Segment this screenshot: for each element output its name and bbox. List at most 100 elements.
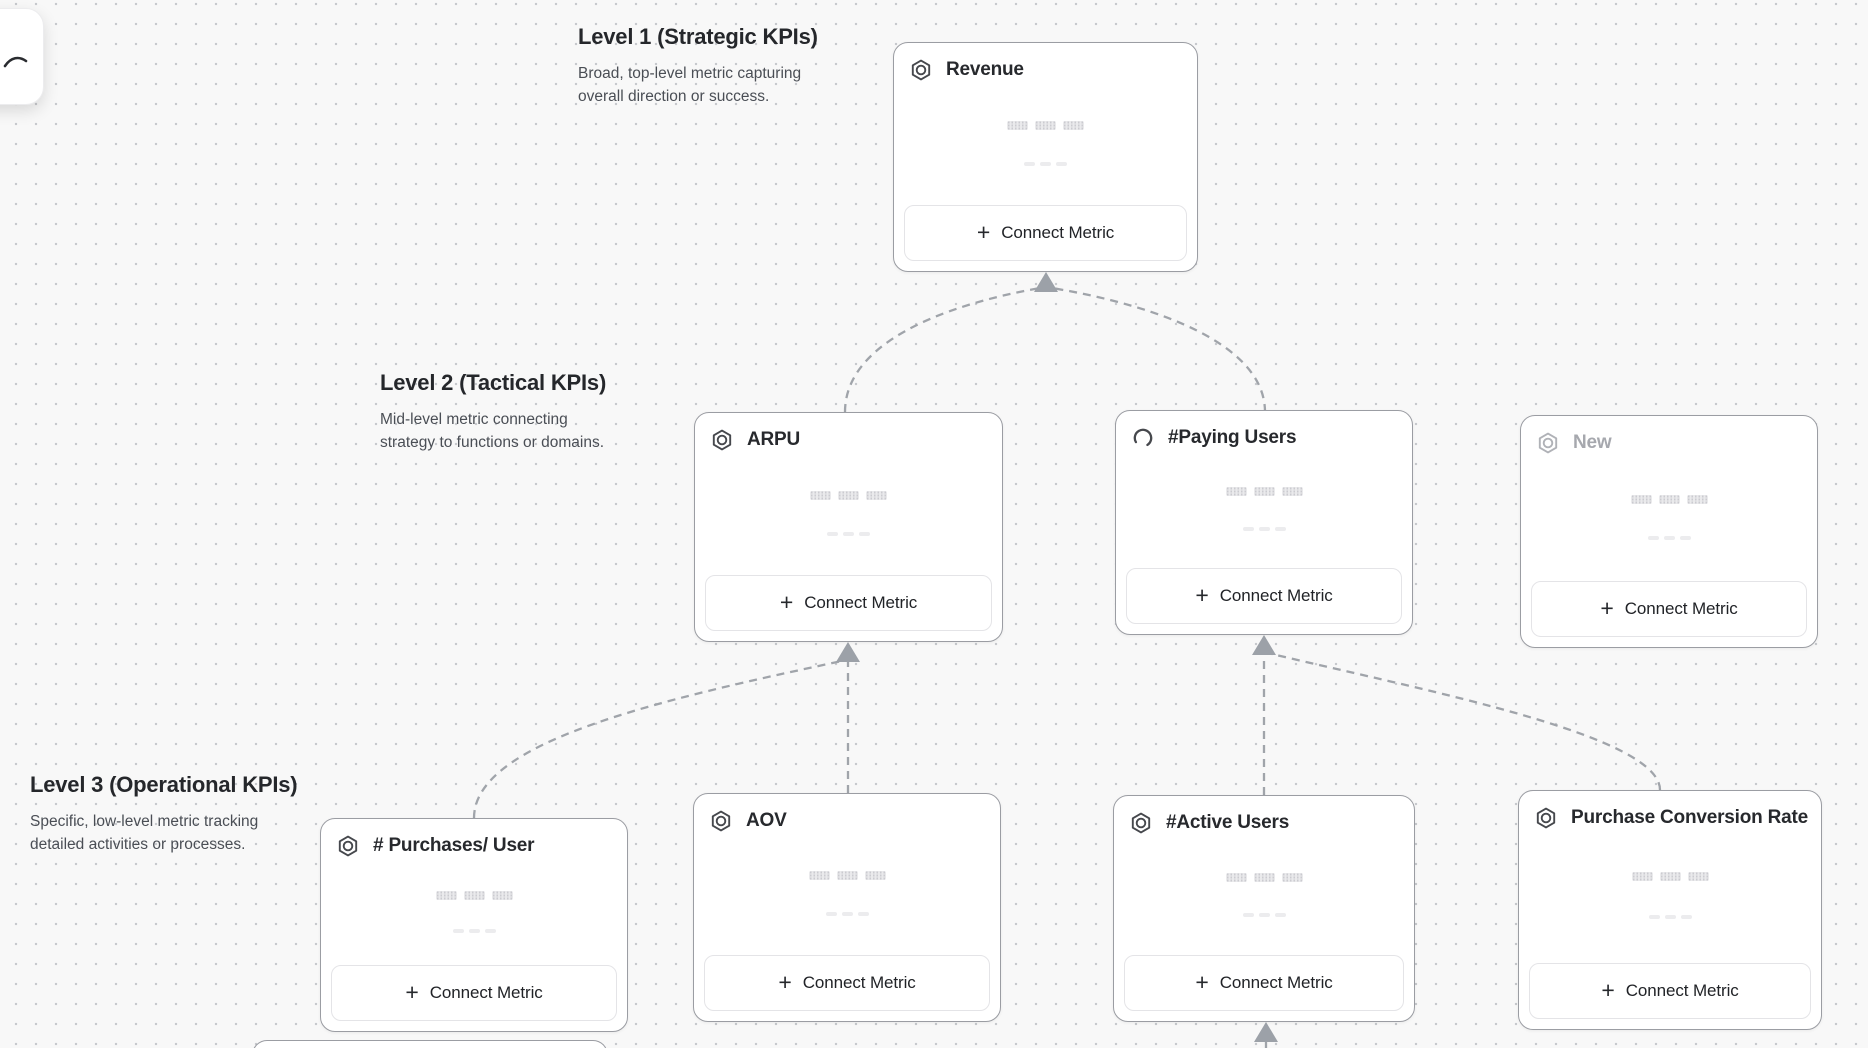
plus-icon: + xyxy=(778,968,792,995)
level-2-title: Level 2 (Tactical KPIs) xyxy=(380,370,607,395)
skeleton-bar xyxy=(1035,120,1056,130)
hexagon-metric-icon xyxy=(336,834,360,858)
skeleton-bar xyxy=(1281,486,1303,496)
plus-icon: + xyxy=(405,978,419,1005)
hexagon-metric-icon xyxy=(709,809,733,833)
level-2-label: Level 2 (Tactical KPIs) Mid-level metric… xyxy=(380,370,606,455)
skeleton-mini-bar xyxy=(825,912,837,917)
skeleton-bar xyxy=(1225,486,1247,496)
metric-card-aov[interactable]: AOV + Connect Metric xyxy=(693,793,1001,1022)
connect-metric-label: Connect Metric xyxy=(1219,973,1333,992)
metric-card-revenue[interactable]: Revenue + Connect Metric xyxy=(893,42,1198,272)
metric-card-purchases-per-user[interactable]: # Purchases/ User + Connect Metric xyxy=(320,818,628,1032)
connect-metric-button[interactable]: + Connect Metric xyxy=(705,575,992,631)
skeleton-mini-bar xyxy=(1663,536,1675,541)
skeleton-bar xyxy=(1225,872,1247,882)
skeleton-mini-bar xyxy=(1258,526,1270,531)
connect-metric-label: Connect Metric xyxy=(804,593,918,612)
connect-metric-button[interactable]: + Connect Metric xyxy=(1126,568,1402,624)
skeleton-mini-bar xyxy=(1274,913,1286,917)
metric-card-arpu[interactable]: ARPU + Connect Metric xyxy=(694,412,1003,642)
skeleton-mini-bar xyxy=(1647,536,1659,541)
connect-metric-button[interactable]: + Connect Metric xyxy=(1531,581,1807,637)
level-2-description: Mid-level metric connecting strategy to … xyxy=(380,411,605,451)
skeleton-mini-bar xyxy=(1274,526,1286,531)
card-header: New xyxy=(1536,431,1805,455)
card-title: # Purchases/ User xyxy=(373,835,535,856)
plus-icon: + xyxy=(1195,968,1209,995)
connect-metric-button[interactable]: + Connect Metric xyxy=(704,955,990,1011)
card-header: #Paying Users xyxy=(1131,426,1400,450)
metric-subvalue-placeholder xyxy=(1521,536,1817,541)
skeleton-mini-bar xyxy=(1648,914,1660,919)
card-header: # Purchases/ User xyxy=(336,834,615,858)
skeleton-mini-bar xyxy=(468,929,480,934)
metric-card-new[interactable]: New + Connect Metric xyxy=(1520,415,1818,648)
plus-icon: + xyxy=(1195,581,1209,608)
skeleton-mini-bar xyxy=(841,912,853,917)
plus-icon: + xyxy=(1600,594,1614,621)
metric-subvalue-placeholder xyxy=(1114,913,1414,917)
connect-metric-label: Connect Metric xyxy=(802,973,916,992)
metric-card-active-users[interactable]: #Active Users + Connect Metric xyxy=(1113,795,1415,1022)
connect-metric-button[interactable]: + Connect Metric xyxy=(904,205,1187,261)
skeleton-bar xyxy=(838,490,859,500)
connect-metric-button[interactable]: + Connect Metric xyxy=(1124,955,1404,1011)
metric-card-paying-users[interactable]: #Paying Users + Connect Metric xyxy=(1115,410,1413,635)
skeleton-mini-bar xyxy=(843,531,854,536)
connect-metric-button[interactable]: + Connect Metric xyxy=(1529,963,1811,1019)
skeleton-mini-bar xyxy=(859,531,870,536)
level-3-title: Level 3 (Operational KPIs) xyxy=(30,772,298,797)
connect-metric-label: Connect Metric xyxy=(1219,586,1333,605)
metric-subvalue-placeholder xyxy=(894,161,1197,166)
metric-subvalue-placeholder xyxy=(694,912,1000,917)
skeleton-bar xyxy=(1253,872,1275,882)
card-header: #Active Users xyxy=(1129,811,1402,835)
skeleton-bar xyxy=(1063,120,1084,130)
skeleton-mini-bar xyxy=(1664,914,1676,919)
skeleton-mini-bar xyxy=(857,912,869,917)
hexagon-metric-icon xyxy=(1536,431,1560,455)
card-header: Revenue xyxy=(909,58,1185,82)
skeleton-bar xyxy=(1630,494,1652,504)
skeleton-bar xyxy=(463,891,485,901)
metric-value-placeholder xyxy=(1519,871,1821,881)
skeleton-bar xyxy=(435,891,457,901)
cursor-tool-icon xyxy=(3,56,28,68)
skeleton-bar xyxy=(1253,486,1275,496)
level-1-description: Broad, top-level metric capturing overal… xyxy=(578,65,802,105)
connect-metric-label: Connect Metric xyxy=(1624,599,1738,618)
connect-metric-label: Connect Metric xyxy=(1001,223,1115,242)
metric-value-placeholder xyxy=(1521,494,1817,504)
connect-metric-label: Connect Metric xyxy=(1625,981,1739,1000)
skeleton-bar xyxy=(1686,494,1708,504)
skeleton-bar xyxy=(866,490,887,500)
skeleton-bar xyxy=(808,871,830,881)
card-title: New xyxy=(1573,432,1612,453)
skeleton-bar xyxy=(836,871,858,881)
metric-subvalue-placeholder xyxy=(1519,914,1821,919)
card-title: AOV xyxy=(746,810,787,831)
tool-panel[interactable] xyxy=(0,8,44,105)
skeleton-mini-bar xyxy=(1024,161,1035,166)
metric-card-purchase-conversion-rate[interactable]: Purchase Conversion Rate + Connect Metri… xyxy=(1518,790,1822,1030)
skeleton-bar xyxy=(1281,872,1303,882)
connect-metric-label: Connect Metric xyxy=(429,983,543,1002)
level-1-label: Level 1 (Strategic KPIs) Broad, top-leve… xyxy=(578,24,818,109)
plus-icon: + xyxy=(779,588,794,615)
skeleton-bar xyxy=(810,490,831,500)
metric-value-placeholder xyxy=(894,120,1197,130)
card-title: Purchase Conversion Rate xyxy=(1571,807,1809,828)
skeleton-mini-bar xyxy=(1242,913,1254,917)
metric-subvalue-placeholder xyxy=(695,531,1002,536)
level-3-description: Specific, low-level metric tracking deta… xyxy=(30,813,259,853)
card-title: #Active Users xyxy=(1166,812,1290,833)
connect-metric-button[interactable]: + Connect Metric xyxy=(331,965,617,1021)
hexagon-metric-icon xyxy=(710,428,734,452)
skeleton-mini-bar xyxy=(452,929,464,934)
metric-card-partial-bottom[interactable] xyxy=(252,1040,608,1048)
card-header: Purchase Conversion Rate xyxy=(1534,806,1809,830)
skeleton-mini-bar xyxy=(484,929,496,934)
card-title: #Paying Users xyxy=(1168,427,1297,448)
skeleton-mini-bar xyxy=(1258,913,1270,917)
